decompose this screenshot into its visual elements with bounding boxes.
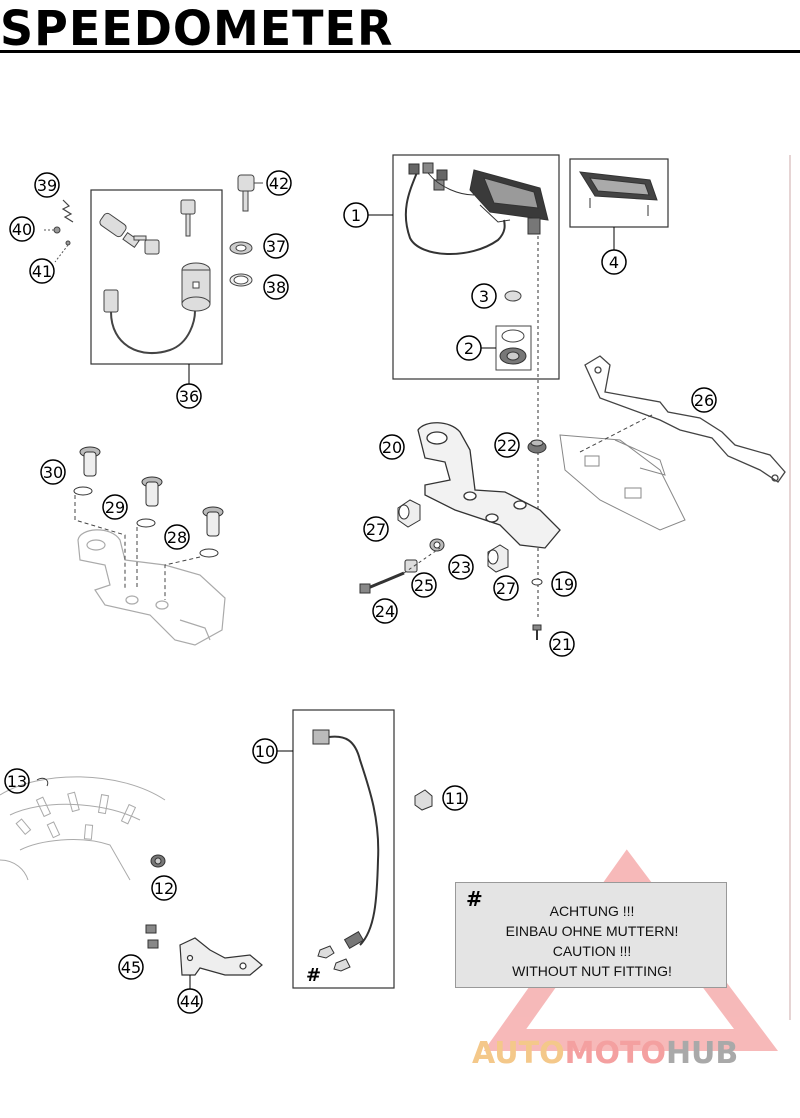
damper-27 <box>397 499 509 573</box>
callout-30: 30 <box>43 463 63 482</box>
group-box-4 <box>569 158 669 228</box>
bracket-44 <box>179 937 263 976</box>
spacer-25 <box>404 559 418 573</box>
callout-41: 41 <box>32 262 52 281</box>
seal-ring <box>501 329 525 343</box>
group-box-10 <box>292 709 395 989</box>
callout-36: 36 <box>179 387 199 406</box>
callout-42: 42 <box>269 174 289 193</box>
callout-23: 23 <box>451 558 471 577</box>
watermark-text: AUTOMOTOHUB <box>472 1036 800 1071</box>
pin-41 <box>65 240 71 246</box>
leader-lines <box>188 214 615 989</box>
callout-27-left: 27 <box>366 520 386 539</box>
callout-2: 2 <box>464 339 474 358</box>
callout-40: 40 <box>12 220 32 239</box>
callout-39: 39 <box>37 176 57 195</box>
callout-28: 28 <box>167 528 187 547</box>
brake-disc <box>0 776 166 881</box>
circlip-13 <box>36 777 49 787</box>
callout-25: 25 <box>414 576 434 595</box>
callout-29: 29 <box>105 498 125 517</box>
title-rule <box>0 50 800 53</box>
pins-28-30 <box>73 446 224 558</box>
note-line-3: CAUTION !!! <box>552 943 632 959</box>
pin-dashes <box>74 495 201 600</box>
screw-21 <box>532 624 542 640</box>
callout-1: 1 <box>351 206 361 225</box>
ignition-lock-parts <box>99 199 211 355</box>
callout-4: 4 <box>609 253 619 272</box>
bracket-26 <box>584 355 786 483</box>
group-box-1 <box>392 154 560 380</box>
callout-38: 38 <box>266 278 286 297</box>
callout-3: 3 <box>479 287 489 306</box>
callout-10: 10 <box>255 742 275 761</box>
speed-sensor <box>312 729 380 950</box>
part-3 <box>504 290 522 302</box>
mount-plate <box>559 434 686 531</box>
nuts-hash <box>317 945 351 972</box>
screws-45 <box>145 924 159 949</box>
callout-20: 20 <box>382 438 402 457</box>
note-line-4: WITHOUT NUT FITTING! <box>512 963 672 979</box>
key-42 <box>237 174 263 212</box>
hash-mark-sensor: # <box>306 965 321 986</box>
callout-21: 21 <box>552 635 572 654</box>
speedometer-unit <box>404 162 549 256</box>
note-line-2: EINBAU OHNE MUTTERN! <box>505 923 679 939</box>
callout-12: 12 <box>154 879 174 898</box>
speedometer-cover <box>579 171 658 216</box>
holder-faded <box>77 529 226 646</box>
clip-11 <box>414 789 433 811</box>
callout-37: 37 <box>266 237 286 256</box>
callout-22: 22 <box>497 436 517 455</box>
callout-13: 13 <box>7 772 27 791</box>
callout-19: 19 <box>554 575 574 594</box>
callout-44: 44 <box>180 992 200 1011</box>
note-line-1: ACHTUNG !!! <box>549 903 635 919</box>
group-box-36 <box>90 189 223 365</box>
washer-19 <box>531 578 543 586</box>
callout-26: 26 <box>694 391 714 410</box>
watermark-auto: AUTO <box>472 1036 565 1071</box>
spring-39 <box>61 199 74 223</box>
holder-20 <box>417 422 561 549</box>
note-hash: # <box>466 887 483 911</box>
caution-note: # ACHTUNG !!! EINBAU OHNE MUTTERN! CAUTI… <box>455 882 727 988</box>
watermark-moto: MOTO <box>564 1036 666 1071</box>
callout-45: 45 <box>121 958 141 977</box>
callouts <box>4 170 717 1014</box>
screw-40 <box>53 226 61 234</box>
watermark-hub: HUB <box>665 1036 739 1071</box>
callout-24: 24 <box>375 602 395 621</box>
callout-11: 11 <box>445 789 465 808</box>
callout-27-right: 27 <box>496 579 516 598</box>
page-title: SPEEDOMETER <box>0 0 394 57</box>
bolt-24 <box>359 571 405 594</box>
